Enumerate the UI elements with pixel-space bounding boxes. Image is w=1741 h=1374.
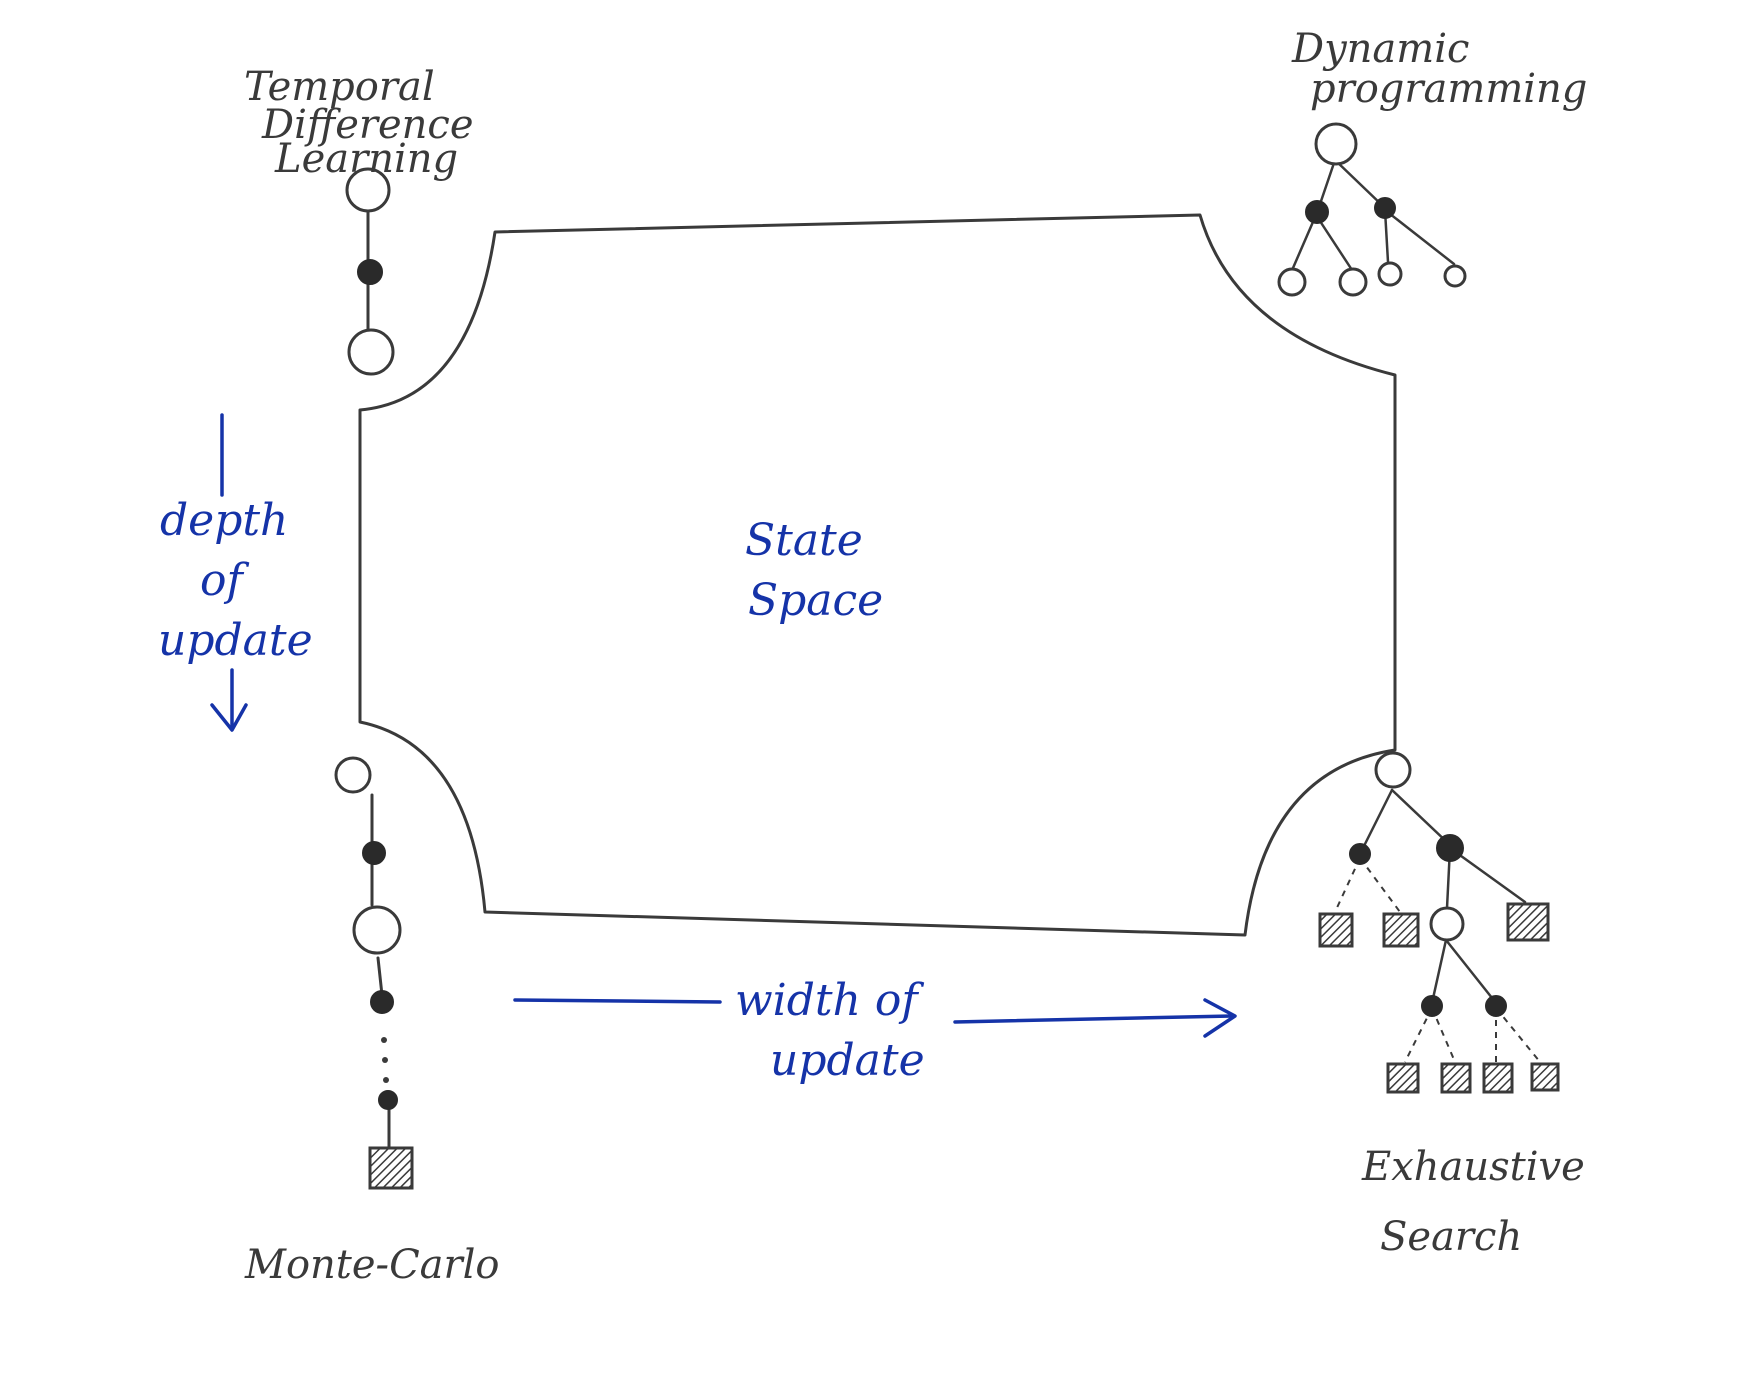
depth-label-line1: depth xyxy=(160,495,288,546)
es-action-node xyxy=(1421,995,1443,1017)
dp-leaf-state xyxy=(1277,267,1307,297)
mc-action-node xyxy=(378,1090,398,1110)
td-label-line1: Temporal xyxy=(244,64,435,110)
center-label-line1: State xyxy=(745,515,863,566)
exhaustive-backup-diagram xyxy=(1318,751,1560,1094)
width-label-line1: width of xyxy=(735,975,924,1026)
es-label-line2: Search xyxy=(1380,1214,1522,1260)
mc-terminal-state xyxy=(368,1146,414,1190)
dp-leaf-state xyxy=(1338,267,1368,297)
es-terminal-state xyxy=(1440,1062,1472,1094)
dp-label-line1: Dynamic xyxy=(1291,26,1469,72)
es-action-node xyxy=(1485,995,1507,1017)
es-action-node xyxy=(1349,843,1371,865)
mc-label: Monte-Carlo xyxy=(244,1242,500,1288)
mc-ellipsis-dot xyxy=(381,1037,387,1043)
es-terminal-state xyxy=(1382,912,1420,948)
td-backup-diagram xyxy=(345,167,395,376)
dp-action-node-left xyxy=(1305,200,1329,224)
depth-arrowhead xyxy=(210,703,248,732)
state-space-boundary xyxy=(358,213,1397,937)
dp-root-state xyxy=(1314,122,1358,166)
td-action-node xyxy=(357,259,383,285)
dp-action-node-right xyxy=(1374,197,1396,219)
mc-backup-diagram xyxy=(334,756,414,1190)
center-label-line2: Space xyxy=(748,575,883,626)
width-arrowhead xyxy=(1203,998,1237,1038)
es-terminal-state xyxy=(1506,902,1550,942)
td-label-line3: Learning xyxy=(274,136,458,182)
td-state-node-bottom xyxy=(347,328,395,376)
es-root-state xyxy=(1374,751,1412,789)
mc-action-node xyxy=(370,990,394,1014)
dp-leaf-state xyxy=(1443,264,1467,288)
td-state-node-top xyxy=(345,167,391,213)
depth-label-line3: update xyxy=(158,615,313,666)
td-label-line2: Difference xyxy=(261,102,474,148)
es-label-line1: Exhaustive xyxy=(1361,1144,1585,1190)
width-axis xyxy=(513,998,1237,1038)
width-label-line2: update xyxy=(770,1035,925,1086)
mc-ellipsis-dot xyxy=(383,1077,389,1083)
es-terminal-state xyxy=(1318,912,1354,948)
mc-state-node xyxy=(352,905,402,955)
mc-ellipsis-dot xyxy=(382,1057,388,1063)
es-terminal-state xyxy=(1482,1062,1514,1094)
es-terminal-state xyxy=(1386,1062,1420,1094)
dp-label-line2: programming xyxy=(1310,66,1587,112)
depth-label-line2: of xyxy=(200,555,249,606)
depth-axis xyxy=(210,413,248,732)
mc-state-node xyxy=(334,756,372,794)
es-action-node xyxy=(1436,834,1464,862)
es-terminal-state xyxy=(1530,1062,1560,1092)
es-state-node xyxy=(1429,906,1465,942)
dp-backup-diagram xyxy=(1277,122,1467,297)
mc-action-node xyxy=(362,841,386,865)
dp-leaf-state xyxy=(1377,261,1403,287)
